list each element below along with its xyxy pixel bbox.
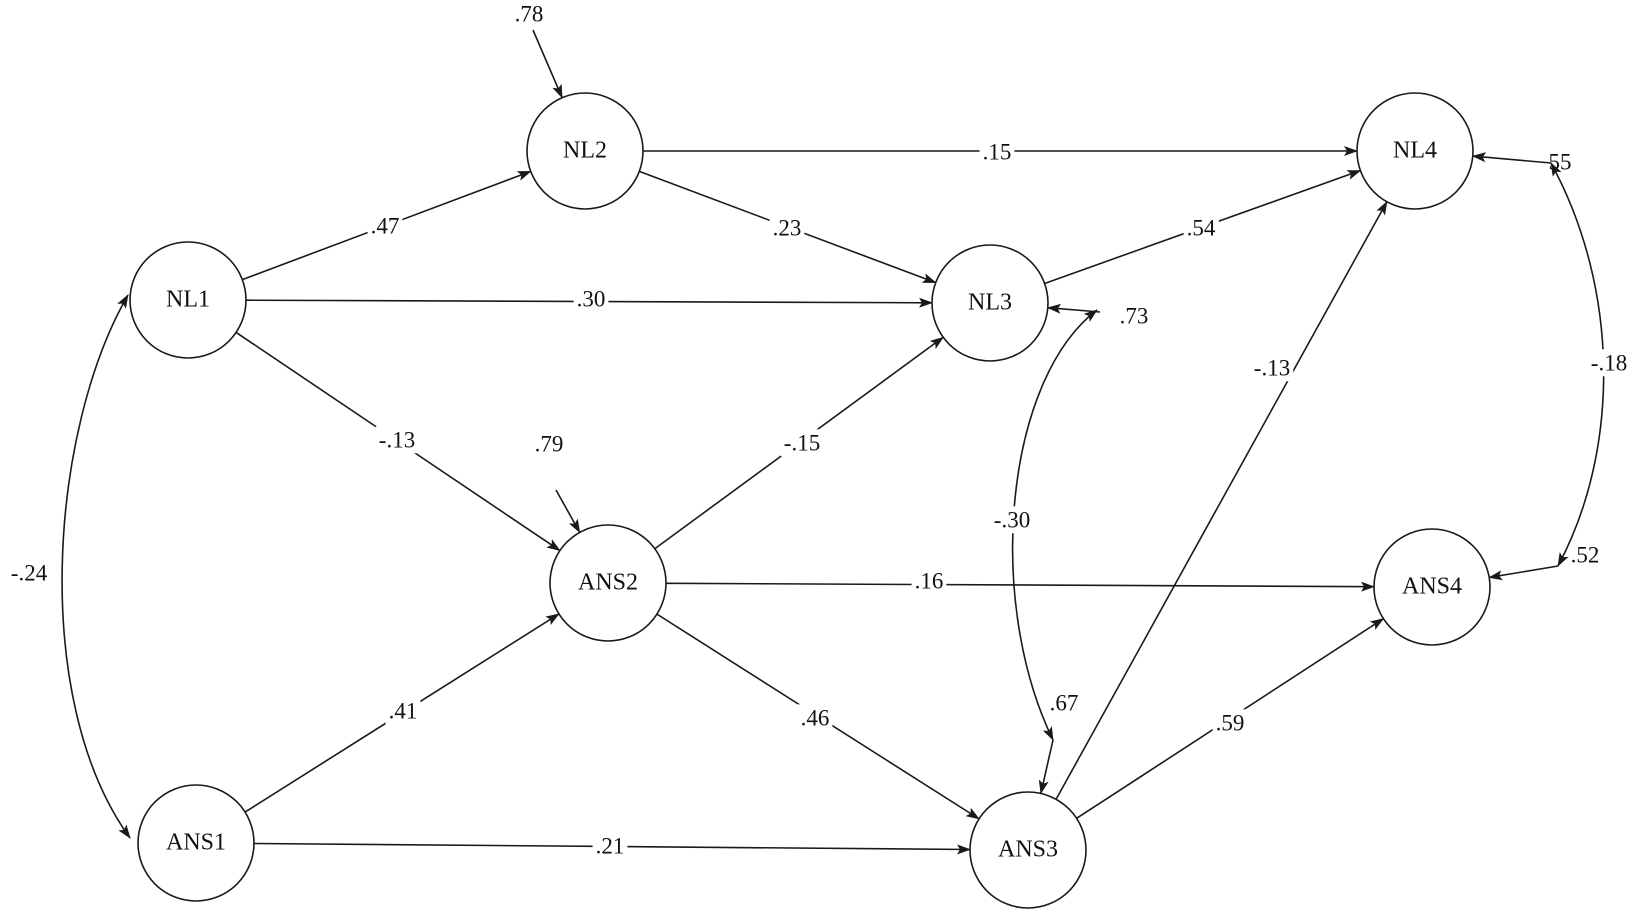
path-coef-nl1-to-ans2: -.13 — [379, 427, 415, 452]
covariance-value-bg — [990, 506, 1034, 534]
residual-value-ans2: .79 — [535, 431, 564, 456]
node-label: ANS3 — [998, 837, 1058, 863]
node-circle — [549, 524, 667, 642]
path-coef-nl3-to-nl4: .54 — [1187, 215, 1216, 240]
path-coef-bg — [911, 567, 947, 595]
node-ans4: ANS4 — [1373, 528, 1491, 646]
path-coef-ans3-to-ans4: .59 — [1216, 710, 1245, 735]
path-arrow-ans3-to-nl4 — [1055, 200, 1388, 800]
node-nl1: NL1 — [129, 241, 247, 359]
path-coef-bg — [1212, 709, 1248, 737]
path-coef-bg — [780, 429, 824, 457]
covariance-value-nl1-ans1: -.24 — [11, 560, 48, 585]
residual-value-ans4: .52 — [1571, 542, 1600, 567]
path-coef-bg — [375, 426, 419, 454]
node-circle — [969, 791, 1087, 909]
residual-value-nl3: .73 — [1120, 303, 1149, 328]
path-coef-bg — [979, 138, 1015, 166]
covariance-value-bg — [1587, 349, 1631, 377]
path-coef-ans2-to-ans3: .46 — [801, 705, 830, 730]
residual-value-nl2: .78 — [515, 1, 544, 26]
path-coef-bg — [573, 285, 609, 313]
path-coef-nl1-to-nl3: .30 — [577, 286, 606, 311]
node-label: ANS4 — [1402, 574, 1462, 600]
path-coef-nl1-to-nl2: .47 — [371, 213, 400, 238]
covariance-value-nl3-ans3: -.30 — [994, 507, 1030, 532]
node-circle — [1373, 528, 1491, 646]
node-label: NL1 — [166, 287, 210, 313]
path-coef-bg — [385, 697, 421, 725]
residual-arrow-nl2 — [532, 29, 563, 99]
path-coef-bg — [797, 704, 833, 732]
path-coef-bg — [592, 832, 628, 860]
node-nl4: NL4 — [1356, 92, 1474, 210]
residual-value-ans3: .67 — [1050, 690, 1079, 715]
node-label: NL2 — [563, 138, 607, 164]
path-coef-nl2-to-nl4: .15 — [983, 139, 1012, 164]
node-circle — [137, 784, 255, 902]
node-circle — [526, 92, 644, 210]
residual-arrow-nl4 — [1471, 152, 1552, 164]
residual-arrow-nl3 — [1046, 303, 1101, 314]
residual-arrow-ans2 — [555, 489, 581, 534]
residual-arrow-ans4 — [1488, 565, 1559, 581]
path-coef-ans2-to-nl3: -.15 — [784, 430, 820, 455]
path-coef-ans3-to-nl4: -.13 — [1254, 355, 1290, 380]
node-ans3: ANS3 — [969, 791, 1087, 909]
node-label: NL4 — [1393, 138, 1437, 164]
node-ans1: ANS1 — [137, 784, 255, 902]
path-arrow-ans2-to-ans4 — [665, 581, 1376, 592]
node-circle — [931, 244, 1049, 362]
node-label: ANS1 — [166, 830, 226, 856]
path-coef-ans2-to-ans4: .16 — [915, 568, 944, 593]
covariance-value-bg — [7, 559, 51, 587]
path-coef-ans1-to-ans2: .41 — [389, 698, 418, 723]
node-nl3: NL3 — [931, 244, 1049, 362]
node-label: NL3 — [968, 290, 1012, 316]
node-circle — [129, 241, 247, 359]
path-coef-ans1-to-ans3: .21 — [596, 833, 625, 858]
path-coef-bg — [367, 212, 403, 240]
covariance-value-nl4-ans4: -.18 — [1591, 350, 1627, 375]
node-ans2: ANS2 — [549, 524, 667, 642]
path-coef-bg — [769, 214, 805, 242]
covariance-arc-nl1-ans1 — [61, 294, 131, 839]
path-coef-bg — [1250, 354, 1294, 382]
residual-arrow-ans3 — [1038, 739, 1054, 795]
covariance-arc-nl3-ans3 — [1011, 309, 1098, 741]
node-circle — [1356, 92, 1474, 210]
path-coef-bg — [1183, 214, 1219, 242]
residual-value-nl4: 55 — [1549, 149, 1572, 174]
path-coef-nl2-to-nl3: .23 — [773, 215, 802, 240]
node-nl2: NL2 — [526, 92, 644, 210]
node-label: ANS2 — [578, 570, 638, 596]
